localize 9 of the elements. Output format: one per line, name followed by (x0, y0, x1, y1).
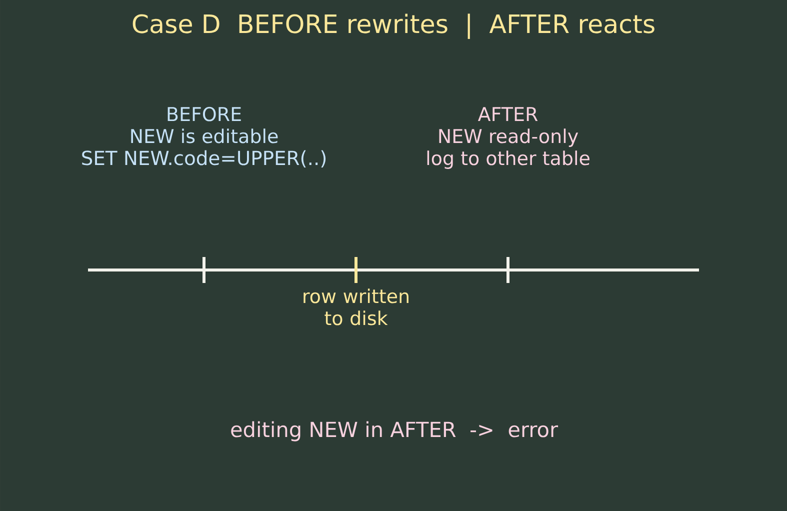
note-text: log to other table (427, 150, 590, 169)
note-text: NEW read-only (439, 128, 578, 147)
note-text: SET NEW.code=UPPER(..) (82, 150, 326, 168)
event-label: row written to disk (304, 288, 408, 326)
note-text: NEW is editable (131, 128, 278, 144)
phase-heading: AFTER (478, 107, 538, 121)
title: Case D BEFORE rewrites | AFTER reacts (132, 14, 654, 39)
phase-heading: BEFORE (168, 106, 241, 122)
note-text: editing NEW in AFTER -> error (231, 421, 558, 442)
